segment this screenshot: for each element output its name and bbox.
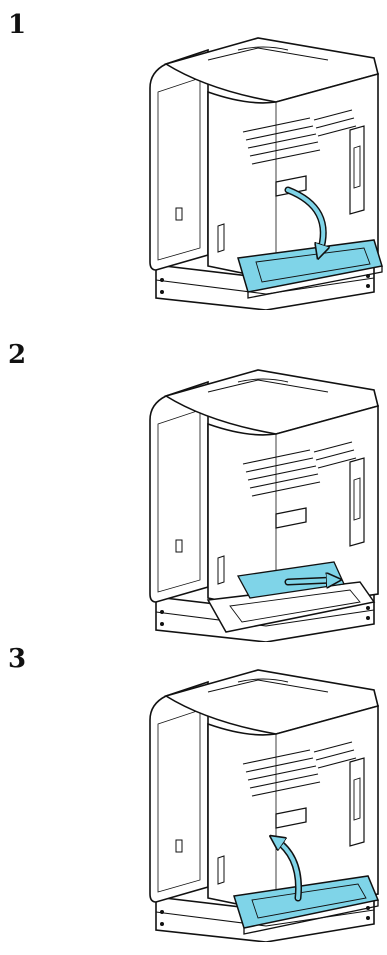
step-1: 1: [0, 0, 387, 318]
step-number: 2: [8, 342, 26, 368]
printer-close-duplex-cover-icon: [138, 662, 384, 942]
step-number: 1: [8, 12, 26, 38]
printer-open-duplex-cover-icon: [138, 30, 384, 310]
step-number: 3: [8, 646, 26, 672]
printer-remove-jammed-paper-icon: [138, 362, 384, 642]
step-3: 3: [0, 636, 387, 955]
step-2: 2: [0, 318, 387, 636]
